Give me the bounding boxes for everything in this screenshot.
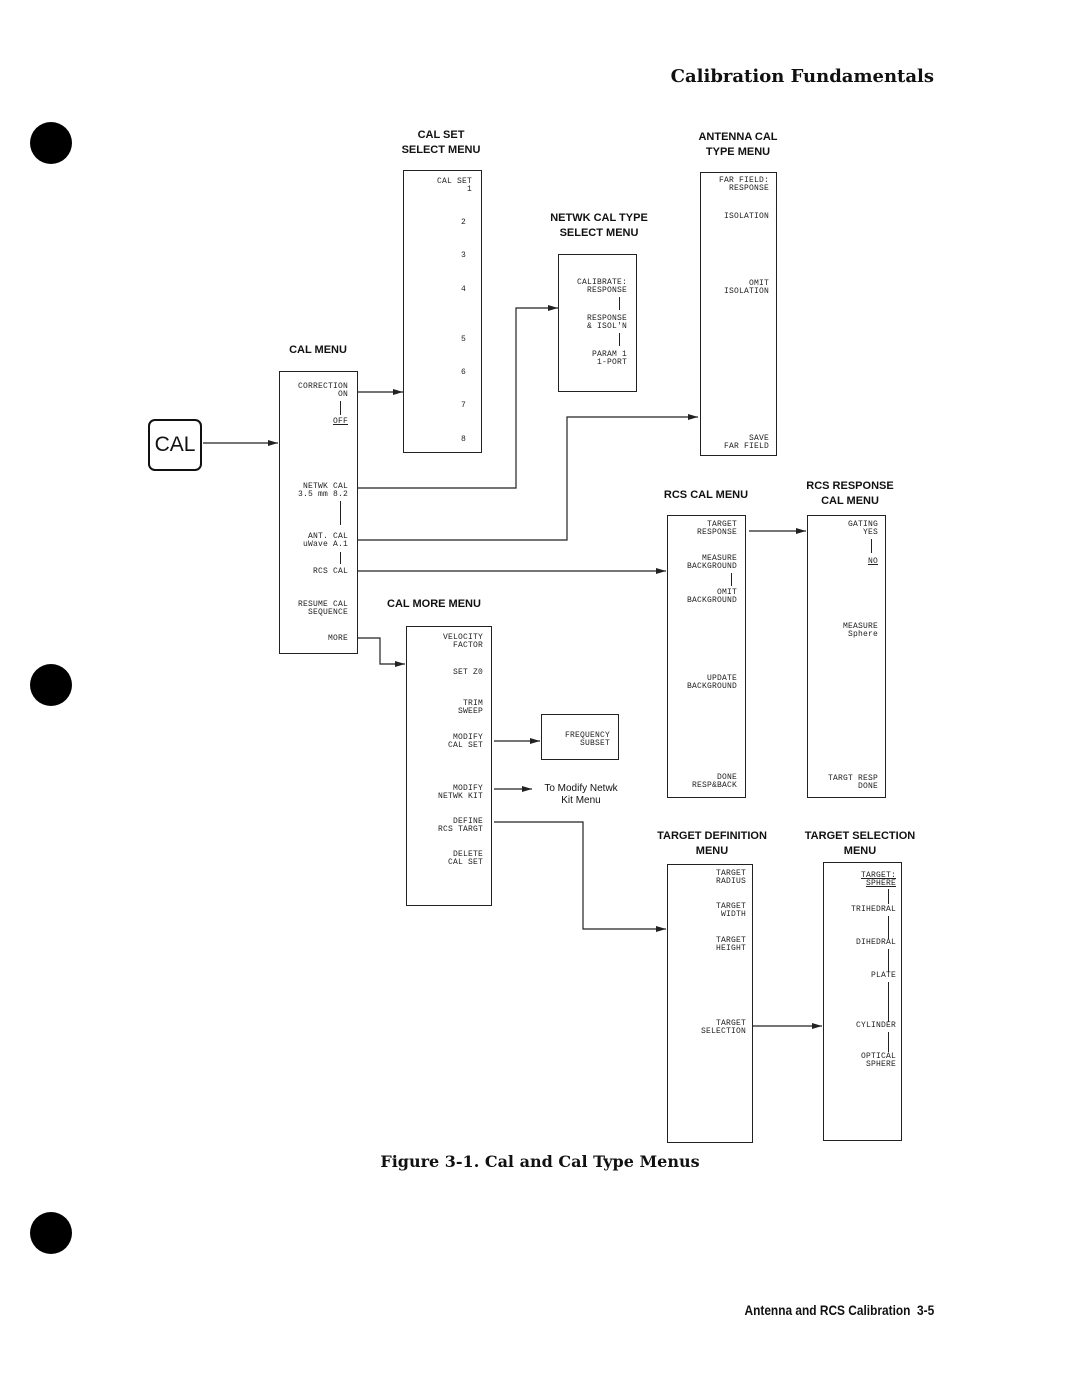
- cal-menu: [279, 371, 358, 654]
- softkey-param-1-port[interactable]: PARAM 1 1-PORT: [591, 350, 627, 367]
- softkey-modify-netwk-kit[interactable]: MODIFY NETWK KIT: [437, 784, 483, 801]
- toggle-connector: [888, 889, 889, 904]
- antenna-cal-type-menu-title: ANTENNA CAL TYPE MENU: [698, 131, 778, 158]
- softkey-calibrate-response[interactable]: CALIBRATE: RESPONSE: [576, 278, 627, 295]
- softkey-dihedral[interactable]: DIHEDRAL: [855, 938, 896, 947]
- cal-more-menu: [406, 626, 492, 906]
- netwk-cal-type-menu-title: NETWK CAL TYPE SELECT MENU: [550, 212, 648, 239]
- softkey-frequency-subset[interactable]: FREQUENCY SUBSET: [564, 731, 610, 748]
- softkey-velocity-factor[interactable]: VELOCITY FACTOR: [442, 633, 483, 650]
- softkey-cal-set-7[interactable]: 7: [460, 401, 466, 410]
- target-selection-menu-title: TARGET SELECTION MENU: [804, 830, 916, 857]
- rcs-response-cal-menu: [807, 515, 886, 798]
- toggle-connector: [731, 573, 732, 586]
- antenna-cal-type-menu: [700, 172, 777, 456]
- softkey-target-response[interactable]: TARGET RESPONSE: [696, 520, 737, 537]
- cal-menu-title: CAL MENU: [289, 344, 347, 356]
- softkey-far-field-response[interactable]: FAR FIELD: RESPONSE: [718, 176, 769, 193]
- page-number: 3-5: [916, 1302, 934, 1318]
- softkey-modify-cal-set[interactable]: MODIFY CAL SET: [447, 733, 483, 750]
- softkey-cal-set-6[interactable]: 6: [460, 368, 466, 377]
- softkey-resume-cal-sequence[interactable]: RESUME CAL SEQUENCE: [297, 600, 348, 617]
- toggle-connector: [888, 949, 889, 972]
- softkey-response-isoln[interactable]: RESPONSE & ISOL'N: [586, 314, 627, 331]
- rcs-cal-menu-title: RCS CAL MENU: [663, 489, 749, 501]
- softkey-measure-background[interactable]: MEASURE BACKGROUND: [686, 554, 737, 571]
- toggle-connector: [340, 401, 341, 415]
- softkey-netwk-cal[interactable]: NETWK CAL 3.5 mm 8.2: [297, 482, 348, 499]
- softkey-omit-isolation[interactable]: OMIT ISOLATION: [723, 279, 769, 296]
- softkey-delete-cal-set[interactable]: DELETE CAL SET: [447, 850, 483, 867]
- target-selection-menu: [823, 862, 902, 1141]
- softkey-isolation[interactable]: ISOLATION: [723, 212, 769, 221]
- softkey-update-background[interactable]: UPDATE BACKGROUND: [686, 674, 737, 691]
- softkey-trihedral[interactable]: TRIHEDRAL: [850, 905, 896, 914]
- cal-more-menu-title: CAL MORE MENU: [387, 598, 481, 610]
- softkey-plate[interactable]: PLATE: [870, 971, 896, 980]
- page-footer: Antenna and RCS Calibration 3-5: [744, 1302, 934, 1318]
- toggle-connector: [340, 501, 341, 525]
- cal-set-select-menu: [403, 170, 482, 453]
- softkey-gating-yes[interactable]: GATING YES: [847, 520, 878, 537]
- softkey-correction-off[interactable]: OFF: [332, 417, 348, 426]
- softkey-define-rcs-targt[interactable]: DEFINE RCS TARGT: [437, 817, 483, 834]
- modify-netwk-kit-note: To Modify Netwk Kit Menu: [544, 783, 618, 806]
- softkey-cal-set-5[interactable]: 5: [460, 335, 466, 344]
- toggle-connector: [619, 297, 620, 310]
- softkey-gating-no[interactable]: NO: [867, 557, 878, 566]
- toggle-connector: [619, 333, 620, 346]
- rcs-cal-menu: [667, 515, 746, 798]
- softkey-set-z0[interactable]: SET Z0: [452, 668, 483, 677]
- figure-caption: Figure 3-1. Cal and Cal Type Menus: [380, 1152, 700, 1171]
- softkey-more[interactable]: MORE: [327, 634, 348, 643]
- toggle-connector: [888, 982, 889, 1022]
- softkey-cylinder[interactable]: CYLINDER: [855, 1021, 896, 1030]
- softkey-target-sphere[interactable]: TARGET: SPHERE: [860, 871, 896, 888]
- netwk-cal-type-menu: [558, 254, 637, 392]
- toggle-connector: [871, 539, 872, 553]
- softkey-target-selection[interactable]: TARGET SELECTION: [700, 1019, 746, 1036]
- softkey-cal-set-1[interactable]: CAL SET 1: [436, 177, 472, 194]
- softkey-target-width[interactable]: TARGET WIDTH: [715, 902, 746, 919]
- softkey-cal-set-2[interactable]: 2: [460, 218, 466, 227]
- softkey-cal-set-4[interactable]: 4: [460, 285, 466, 294]
- toggle-connector: [340, 552, 341, 564]
- page-header: Calibration Fundamentals: [670, 66, 934, 87]
- softkey-trim-sweep[interactable]: TRIM SWEEP: [457, 699, 483, 716]
- frequency-subset-menu: [541, 714, 619, 760]
- target-definition-menu-title: TARGET DEFINITION MENU: [657, 830, 767, 857]
- binder-hole-middle: [30, 664, 72, 706]
- softkey-done-resp-back[interactable]: DONE RESP&BACK: [691, 773, 737, 790]
- cal-hardkey[interactable]: CAL: [148, 419, 202, 471]
- footer-section-title: Antenna and RCS Calibration: [744, 1302, 911, 1318]
- target-definition-menu: [667, 864, 753, 1143]
- softkey-targt-resp-done[interactable]: TARGT RESP DONE: [827, 774, 878, 791]
- rcs-response-cal-menu-title: RCS RESPONSE CAL MENU: [806, 480, 894, 507]
- softkey-cal-set-8[interactable]: 8: [460, 435, 466, 444]
- softkey-measure-sphere[interactable]: MEASURE Sphere: [842, 622, 878, 639]
- softkey-optical-sphere[interactable]: OPTICAL SPHERE: [860, 1052, 896, 1069]
- binder-hole-bottom: [30, 1212, 72, 1254]
- softkey-rcs-cal[interactable]: RCS CAL: [312, 567, 348, 576]
- softkey-correction-on[interactable]: CORRECTION ON: [297, 382, 348, 399]
- softkey-cal-set-3[interactable]: 3: [460, 251, 466, 260]
- toggle-connector: [888, 916, 889, 939]
- softkey-target-radius[interactable]: TARGET RADIUS: [715, 869, 746, 886]
- softkey-ant-cal[interactable]: ANT. CAL uWave A.1: [302, 532, 348, 549]
- softkey-omit-background[interactable]: OMIT BACKGROUND: [686, 588, 737, 605]
- softkey-target-height[interactable]: TARGET HEIGHT: [715, 936, 746, 953]
- binder-hole-top: [30, 122, 72, 164]
- toggle-connector: [888, 1032, 889, 1052]
- softkey-save-far-field[interactable]: SAVE FAR FIELD: [723, 434, 769, 451]
- cal-set-select-menu-title: CAL SET SELECT MENU: [401, 129, 481, 156]
